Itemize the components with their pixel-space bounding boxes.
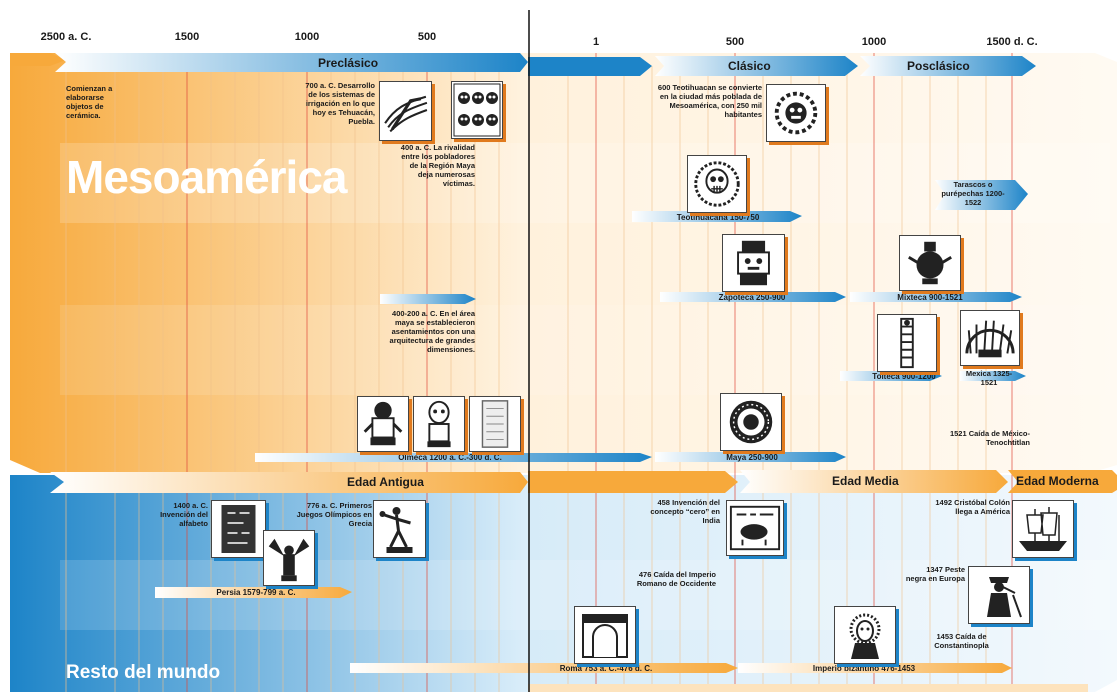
label-olmeca: Olmeca 1200 a. C.-300 d. C. [398,453,502,462]
tick-1000bc: 1000 [294,31,320,43]
byzantine-mosaic-image [834,606,896,664]
label-roma: Roma 753 a. C.-476 d. C. [559,664,653,673]
tick-1ad: 1 [592,36,600,48]
skulls-image [451,81,503,139]
tick-1000ad: 1000 [861,36,887,48]
india-seal-image [726,500,784,556]
note-alfabeto: 1400 a. C. Invención del alfabeto [160,501,208,528]
tolteca-bar [840,371,942,381]
label-zapoteca: Zapoteca 250-900 [718,293,786,302]
tarascos-arrow [935,180,1028,210]
title-resto-del-mundo: Resto del mundo [66,662,221,683]
label-mixteca: Mixteca 900-1521 [897,293,963,302]
zapoteca-bar [660,292,846,302]
mixtec-vessel-image [899,235,961,291]
tick-500bc: 500 [417,31,437,43]
olmec-figure-2-image [413,396,465,452]
note-maya-area: 400-200 a. C. En el área maya se estable… [389,309,475,354]
label-persia: Persia 1579-799 a. C. [216,588,296,597]
period-edad-moderna: Edad Moderna [1016,474,1099,488]
period-edad-antigua: Edad Antigua [347,475,424,489]
discobolus-image [373,500,426,558]
title-mesoamerica: Mesoamérica [66,151,347,203]
preclasico-arrow [55,53,528,72]
roma-bar [350,663,738,673]
tick-1500bc: 1500 [174,31,200,43]
mexica-headdress-image [960,310,1020,366]
edad-antigua-arrow [50,472,528,493]
note-peste: 1347 Peste negra en Europa [905,565,965,583]
edad-moderna-arrow [1008,470,1117,493]
note-tarascos: Tarascos o purépechas 1200-1522 [941,180,1005,207]
olmec-stele-image [469,396,521,452]
maya-area-bar [380,294,476,304]
persia-bar [155,587,352,598]
label-bizantino: Imperio bizantino 476-1453 [812,664,916,673]
note-olimpicos: 776 a. C. Primeros Juegos Olímpicos en G… [296,501,372,528]
note-mexica: Mexica 1325-1521 [965,369,1013,387]
tick-500ad: 500 [725,36,745,48]
irrigation-image [379,81,432,141]
edad-media-arrow [740,470,1008,493]
clasico-arrow [655,56,858,76]
skull-disc-image [687,155,747,213]
olmeca-bar [255,453,652,462]
persian-winged-image [263,530,315,586]
edad-antigua-arrow-tail [528,471,738,493]
label-maya: Maya 250-900 [726,453,778,462]
label-teotihuacana: Teotihuacana 150-750 [676,213,760,222]
roman-arch-image [574,606,636,664]
teotihuacana-bar [632,211,802,222]
mexica-bar [960,371,1026,381]
world-right-panel [528,475,1117,692]
note-cero: 458 Invención del concepto “cero” en Ind… [650,498,720,525]
tick-2500bc: 2500 a. C. [40,31,92,43]
period-clasico: Clásico [728,59,771,73]
meso-right-panel [528,53,1117,473]
note-caida-mexico: 1521 Caída de México-Tenochtitlan [949,429,1030,447]
period-edad-media: Edad Media [832,474,899,488]
tick-1500ad: 1500 d. C. [986,36,1038,48]
note-colon: 1492 Cristóbal Colón llega a América [935,498,1010,516]
note-teotihuacan-600: 600 Teotihuacan se convierte en la ciuda… [657,83,762,119]
period-preclasico: Preclásico [318,56,379,70]
zapotec-urn-image [722,234,785,292]
label-tolteca: Tolteca 900-1200 [872,372,936,381]
note-constantinopla: 1453 Caída de Constantinopla [934,632,989,650]
teotihuacan-mask-image [766,84,826,142]
olmec-figure-1-image [357,396,409,452]
atlante-image [877,314,937,372]
period-posclasico: Posclásico [907,59,970,73]
posclasico-arrow [860,56,1036,76]
mixteca-bar [850,292,1022,302]
bizantino-bar [738,663,1012,673]
alphabet-tablet-image [211,500,266,558]
caravel-ship-image [1012,500,1074,558]
preclasico-arrow-tail [528,57,652,76]
maya-bar [655,452,846,462]
maya-disc-image [720,393,782,451]
plague-doctor-image [968,566,1030,624]
note-rivalidad: 400 a. C. La rivalidad entre los poblado… [400,143,475,188]
note-irrigacion: 700 a. C. Desarrollo de los sistemas de … [305,81,375,126]
note-roma-caida: 476 Caída del Imperio Romano de Occident… [636,570,716,588]
note-ceramica: Comienzan a elaborarse objetos de cerámi… [66,84,113,120]
